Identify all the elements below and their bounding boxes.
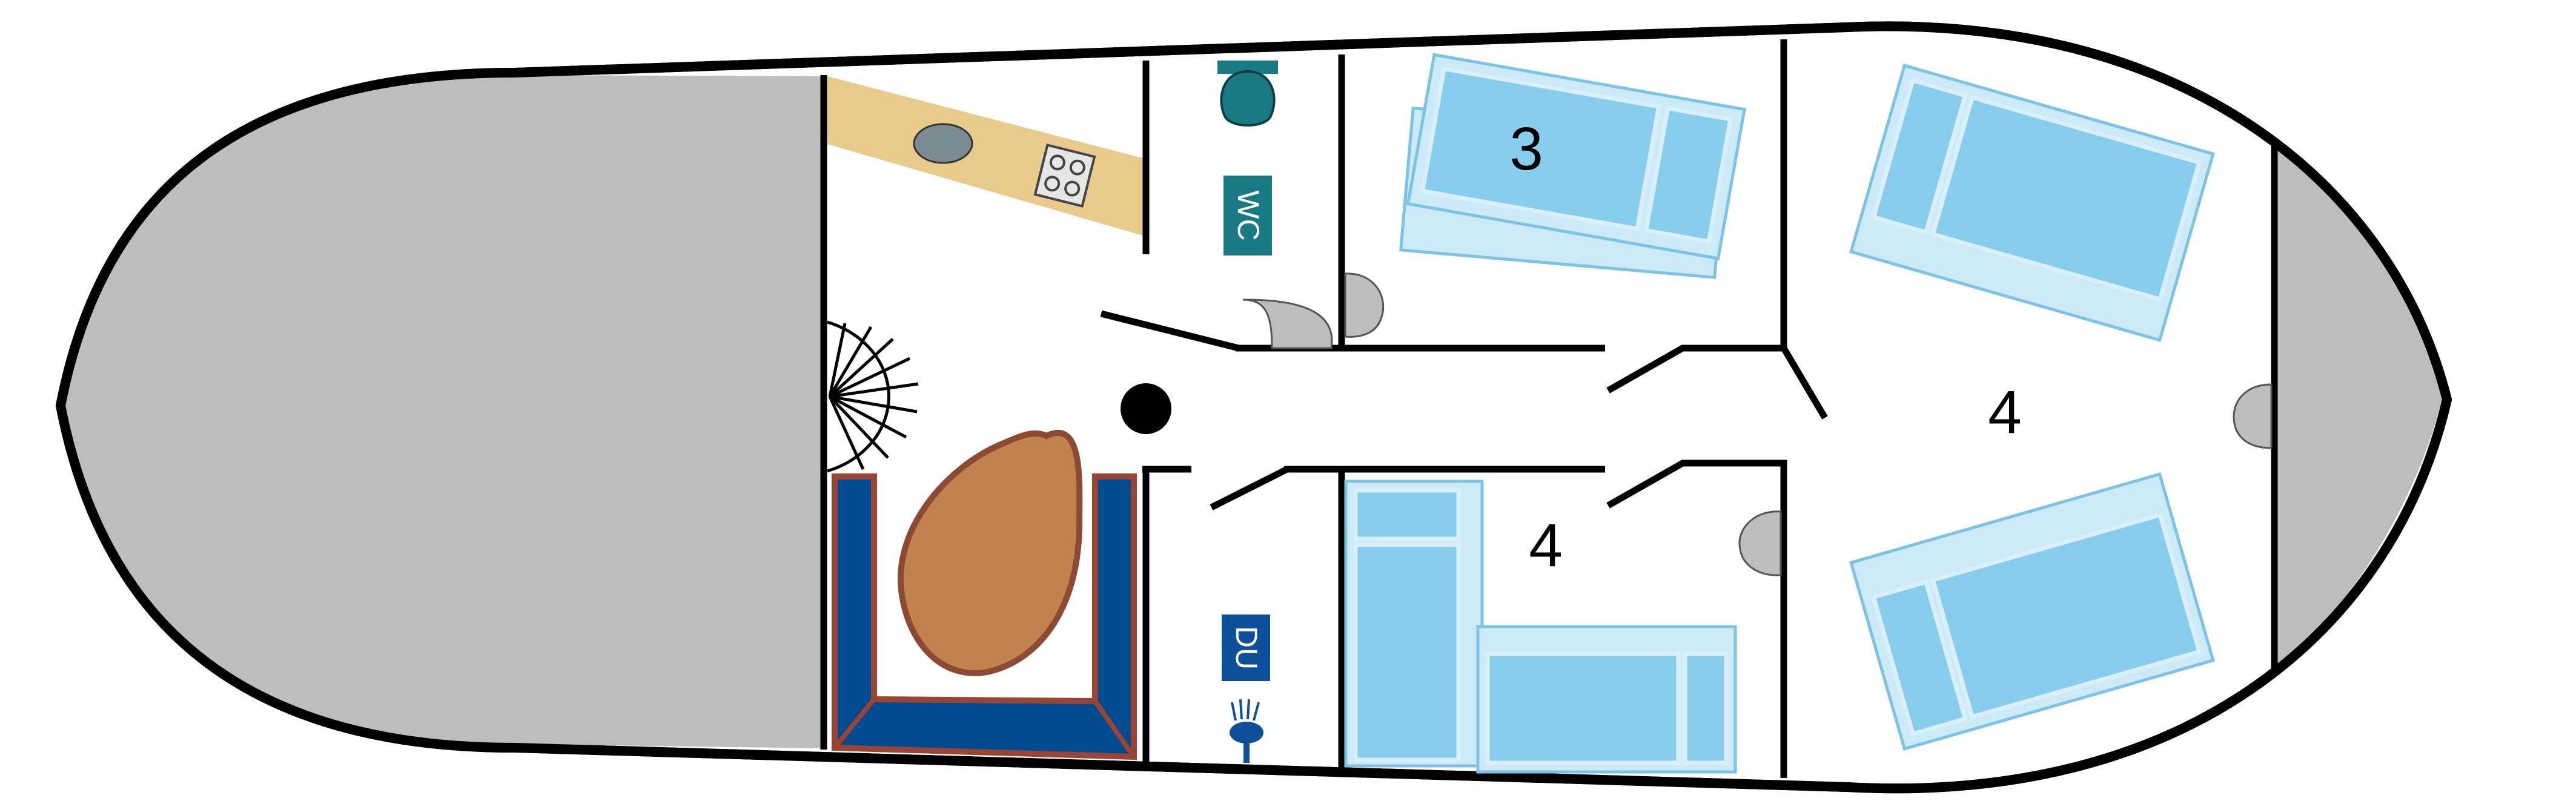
bed-bow-upper <box>1849 64 2215 342</box>
bed-cabin3-upper <box>1406 53 1746 260</box>
bow-space <box>2274 143 2442 676</box>
door-wc <box>1100 310 1240 352</box>
du-sign: DU <box>1222 615 1270 681</box>
spiral-stairs-icon <box>827 320 919 473</box>
toilet-icon <box>1217 61 1278 127</box>
du-sign-label: DU <box>1230 626 1263 670</box>
bed-bow-lower <box>1849 472 2215 751</box>
door-bow-cabin <box>1781 346 1828 420</box>
bench <box>832 473 1137 760</box>
shower-head-icon <box>1230 699 1263 763</box>
stove-icon <box>1033 143 1096 208</box>
table <box>897 429 1083 676</box>
bed-cabin4-right <box>1476 625 1737 774</box>
wc-fixture <box>1242 298 1333 349</box>
room-label-bow-cabin: 4 <box>1988 378 2022 446</box>
sink-icon <box>913 123 973 164</box>
bed-cabin4-left <box>1344 480 1484 768</box>
cabin4-fixture <box>1738 510 1782 576</box>
door-cabin4 <box>1606 460 1787 778</box>
post-icon <box>1121 383 1171 434</box>
wc-sign-label: WC <box>1231 190 1265 240</box>
bow-fixture <box>2233 383 2273 449</box>
bench-seam <box>832 697 1136 759</box>
room-label-cabin4: 4 <box>1529 512 1563 579</box>
wc-sign: WC <box>1223 176 1272 255</box>
door-shower <box>1210 466 1289 510</box>
stern-space <box>64 75 824 748</box>
cabin3-fixture <box>1344 272 1385 338</box>
door-cabin3 <box>1606 344 1784 394</box>
room-label-cabin3: 3 <box>1509 115 1543 183</box>
hull-outline-stroke <box>55 21 2452 794</box>
